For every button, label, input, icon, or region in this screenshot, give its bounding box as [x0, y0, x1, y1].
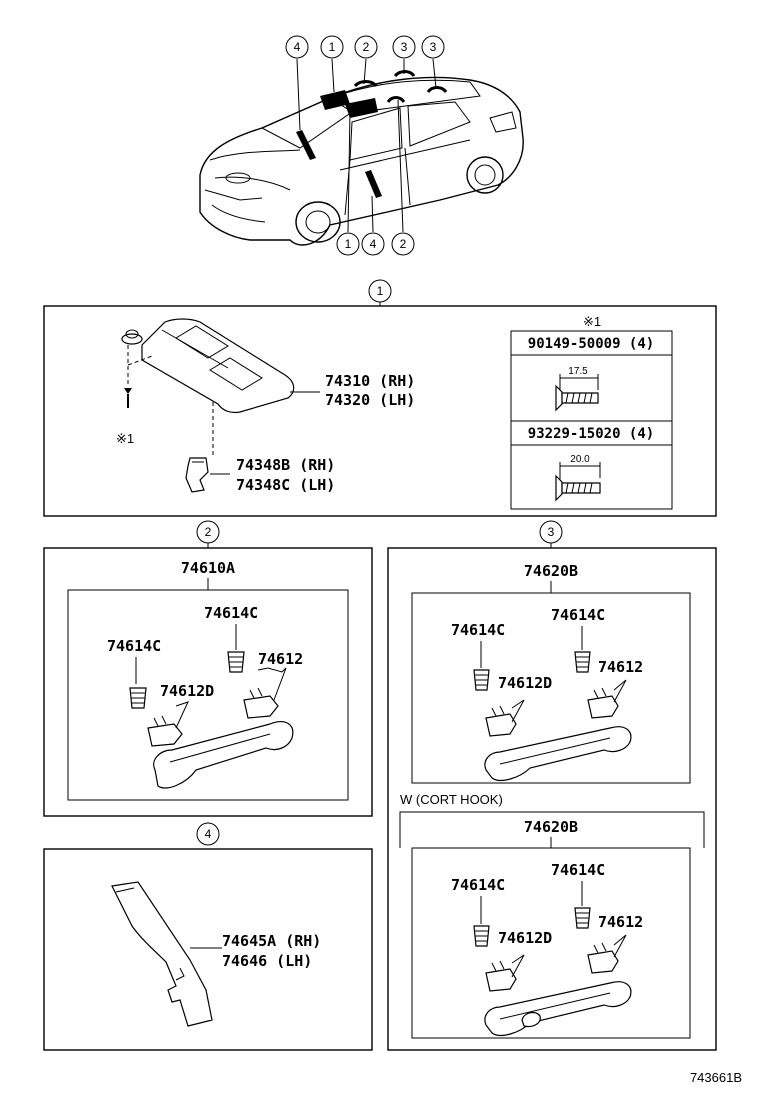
section-1-header: 1 — [368, 279, 392, 303]
variant-cover-right-label: 74612 — [598, 913, 643, 931]
sun-visor-rh-label: 74310 (RH) — [325, 372, 415, 390]
section-4-frame — [43, 848, 373, 1051]
s2-cover-right-label: 74612 — [258, 650, 303, 668]
callout-label: 2 — [363, 40, 370, 54]
callout-top-2: 2 — [354, 35, 378, 59]
section-2-inner-frame — [67, 589, 349, 801]
callout-label: 4 — [370, 237, 377, 251]
s3-cover-right-label: 74612 — [598, 658, 643, 676]
pillar-garnish-lh-label: 74646 (LH) — [222, 952, 312, 970]
callout-label: 2 — [400, 237, 407, 251]
section-1-frame — [43, 305, 717, 517]
pillar-garnish-rh-label: 74645A (RH) — [222, 932, 321, 950]
visor-holder-rh-label: 74348B (RH) — [236, 456, 335, 474]
callout-top-3a: 3 — [392, 35, 416, 59]
section-4-header: 4 — [196, 822, 220, 846]
section-3-header: 3 — [539, 520, 563, 544]
variant-cover-left-label: 74612D — [498, 929, 552, 947]
callout-label: 3 — [430, 40, 437, 54]
section-2-header: 2 — [196, 520, 220, 544]
screw-reference: ※1 — [116, 431, 134, 446]
s2-grip-drawing — [129, 624, 294, 789]
callout-top-1: 1 — [320, 35, 344, 59]
fastener-part-1: 90149-50009 (4) — [528, 336, 654, 352]
pillar-garnish-drawing — [111, 881, 222, 1027]
s3-plug-left-label: 74614C — [451, 621, 505, 639]
section-3-frame — [387, 547, 717, 1051]
s2-cover-left-label: 74612D — [160, 682, 214, 700]
fastener-table: ※1 90149-50009 (4) 93229-15020 (4) 17.5 … — [510, 314, 673, 510]
variant-inner-frame — [411, 847, 691, 1039]
s3-grip-drawing — [473, 626, 632, 781]
callout-label: 1 — [345, 237, 352, 251]
fastener-dimension-1: 17.5 — [568, 366, 588, 377]
figure-id: 743661B — [690, 1070, 742, 1085]
s2-plug-left-label: 74614C — [107, 637, 161, 655]
section-2-number: 2 — [205, 525, 212, 539]
callout-label: 3 — [401, 40, 408, 54]
fastener-table-header: ※1 — [583, 314, 601, 329]
variant-grip-drawing — [473, 881, 632, 1036]
s3-cover-left-label: 74612D — [498, 674, 552, 692]
section-2-assembly-label: 74610A — [181, 559, 235, 577]
callout-label: 1 — [329, 40, 336, 54]
section-2-frame — [43, 547, 373, 817]
section-1-number: 1 — [377, 284, 384, 298]
coat-hook-variant-label: W (CORT HOOK) — [400, 792, 503, 807]
variant-assembly-label: 74620B — [524, 818, 578, 836]
car-illustration — [199, 58, 524, 246]
visor-holder-lh-label: 74348C (LH) — [236, 476, 335, 494]
s2-plug-right-label: 74614C — [204, 604, 258, 622]
callout-top-4: 4 — [285, 35, 309, 59]
variant-plug-left-label: 74614C — [451, 876, 505, 894]
variant-bracket — [399, 811, 705, 848]
callout-bottom-1: 1 — [336, 232, 360, 256]
section-3-number: 3 — [548, 525, 555, 539]
sun-visor-drawing — [121, 318, 320, 493]
callout-top-3b: 3 — [421, 35, 445, 59]
fastener-dimension-2: 20.0 — [570, 454, 590, 465]
variant-plug-right-label: 74614C — [551, 861, 605, 879]
section-3-assembly-label: 74620B — [524, 562, 578, 580]
s3-plug-right-label: 74614C — [551, 606, 605, 624]
callout-label: 4 — [294, 40, 301, 54]
section-3-inner-frame — [411, 592, 691, 784]
section-4-number: 4 — [205, 827, 212, 841]
sun-visor-lh-label: 74320 (LH) — [325, 391, 415, 409]
callout-bottom-4: 4 — [361, 232, 385, 256]
fastener-part-2: 93229-15020 (4) — [528, 426, 654, 442]
callout-bottom-2: 2 — [391, 232, 415, 256]
